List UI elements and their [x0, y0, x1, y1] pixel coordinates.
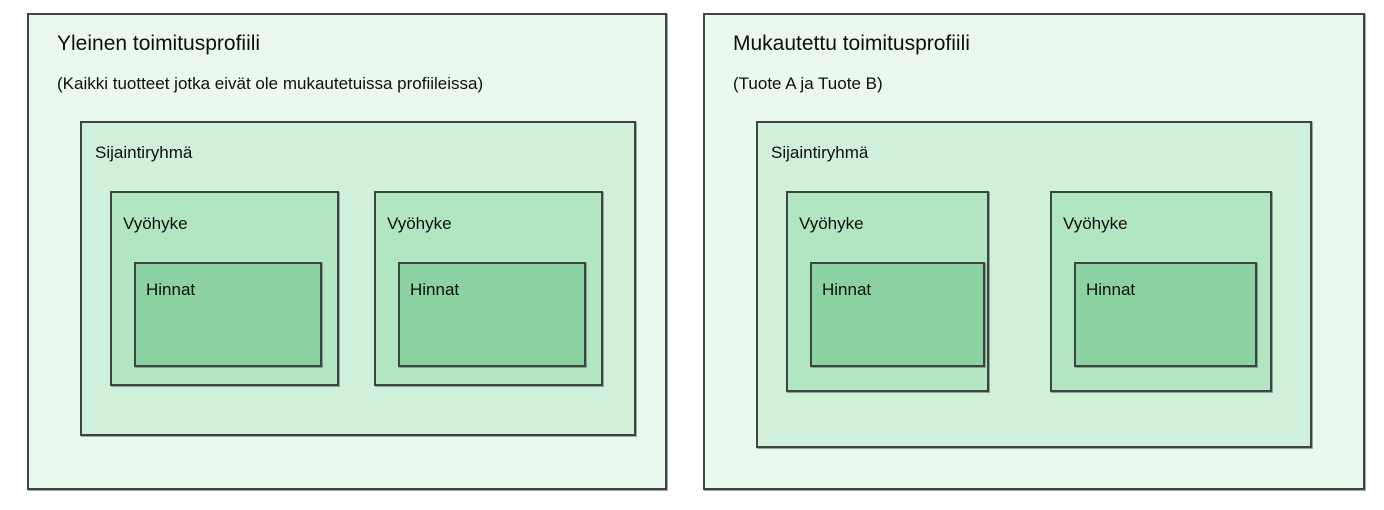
zone-label: Vyöhyke — [123, 214, 188, 233]
location-group-label: Sijaintiryhmä — [95, 143, 193, 162]
location-group-label: Sijaintiryhmä — [771, 143, 869, 162]
zone-box-general-2: Vyöhyke Hinnat — [374, 191, 603, 386]
profile-subtitle-general: (Kaikki tuotteet jotka eivät ole mukaute… — [57, 74, 484, 93]
location-group-custom: Sijaintiryhmä Vyöhyke Hinnat Vyöhyke Hin… — [756, 121, 1312, 448]
zone-box-general-1: Vyöhyke Hinnat — [110, 191, 339, 386]
profile-panel-general: Yleinen toimitusprofiili (Kaikki tuottee… — [27, 13, 667, 490]
profile-subtitle-custom: (Tuote A ja Tuote B) — [733, 74, 883, 93]
prices-box-general-2: Hinnat — [398, 262, 586, 367]
prices-label: Hinnat — [146, 280, 196, 299]
prices-label: Hinnat — [822, 280, 872, 299]
profile-panel-custom: Mukautettu toimitusprofiili (Tuote A ja … — [703, 13, 1365, 490]
prices-label: Hinnat — [410, 280, 460, 299]
prices-box-custom-1: Hinnat — [810, 262, 985, 367]
zone-label: Vyöhyke — [387, 214, 452, 233]
zone-box-custom-1: Vyöhyke Hinnat — [786, 191, 989, 392]
prices-label: Hinnat — [1086, 280, 1136, 299]
profile-title-general: Yleinen toimitusprofiili — [57, 32, 261, 55]
location-group-general: Sijaintiryhmä Vyöhyke Hinnat Vyöhyke Hin… — [80, 121, 636, 436]
zone-label: Vyöhyke — [799, 214, 864, 233]
zone-box-custom-2: Vyöhyke Hinnat — [1050, 191, 1272, 392]
prices-box-general-1: Hinnat — [134, 262, 322, 367]
profile-title-custom: Mukautettu toimitusprofiili — [733, 32, 970, 55]
prices-box-custom-2: Hinnat — [1074, 262, 1257, 367]
zone-label: Vyöhyke — [1063, 214, 1128, 233]
